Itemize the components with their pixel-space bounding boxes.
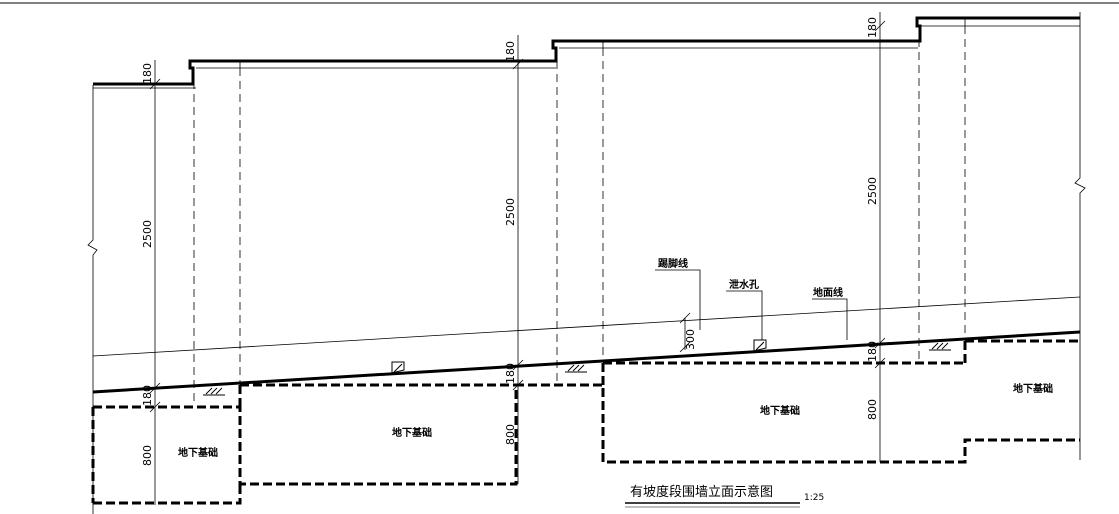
dim-wall-height-1: 2500 (141, 220, 154, 248)
dim-foundation-3: 800 (866, 399, 879, 420)
label-baseboard-line: 踢脚线 (658, 257, 688, 270)
dim-coping-3: 180 (866, 17, 879, 38)
left-break-line (87, 85, 98, 514)
drawing-title: 有坡度段围墙立面示意图 (630, 484, 773, 500)
dim-baseboard-offset: 300 (684, 329, 697, 350)
dim-coping-3b: 180 (866, 341, 879, 362)
leader-lines (655, 269, 848, 340)
drawing-scale: 1:25 (804, 493, 824, 503)
pilaster-dashed-lines (193, 26, 966, 405)
label-foundation-2: 地下基础 (392, 426, 432, 439)
dim-coping-2: 180 (504, 41, 517, 62)
label-drain-hole: 泄水孔 (729, 278, 759, 291)
dim-wall-height-3: 2500 (866, 177, 879, 205)
dim-coping-2b: 180 (504, 363, 517, 384)
label-foundation-1: 地下基础 (178, 446, 218, 459)
label-foundation-3: 地下基础 (760, 404, 800, 417)
wall-coping-outline (93, 16, 1080, 86)
drain-hole-symbols (391, 339, 767, 374)
baseboard-line (92, 296, 1081, 357)
coping-joints (239, 18, 966, 68)
label-foundation-4: 地下基础 (1013, 382, 1053, 395)
soil-hatch-symbols (203, 342, 951, 396)
dim-coping-1: 180 (141, 63, 154, 84)
wall-coping-underside (93, 25, 1080, 89)
dim-foundation-2: 800 (504, 424, 517, 445)
ground-line (92, 330, 1081, 394)
dim-wall-height-2: 2500 (504, 198, 517, 226)
dim-coping-1b: 180 (141, 385, 154, 406)
right-break-line (1074, 12, 1086, 460)
dim-foundation-1: 800 (141, 445, 154, 466)
label-ground-line: 地面线 (813, 286, 843, 299)
dimension-lines (149, 12, 886, 505)
foundation-outlines (91, 339, 1080, 505)
